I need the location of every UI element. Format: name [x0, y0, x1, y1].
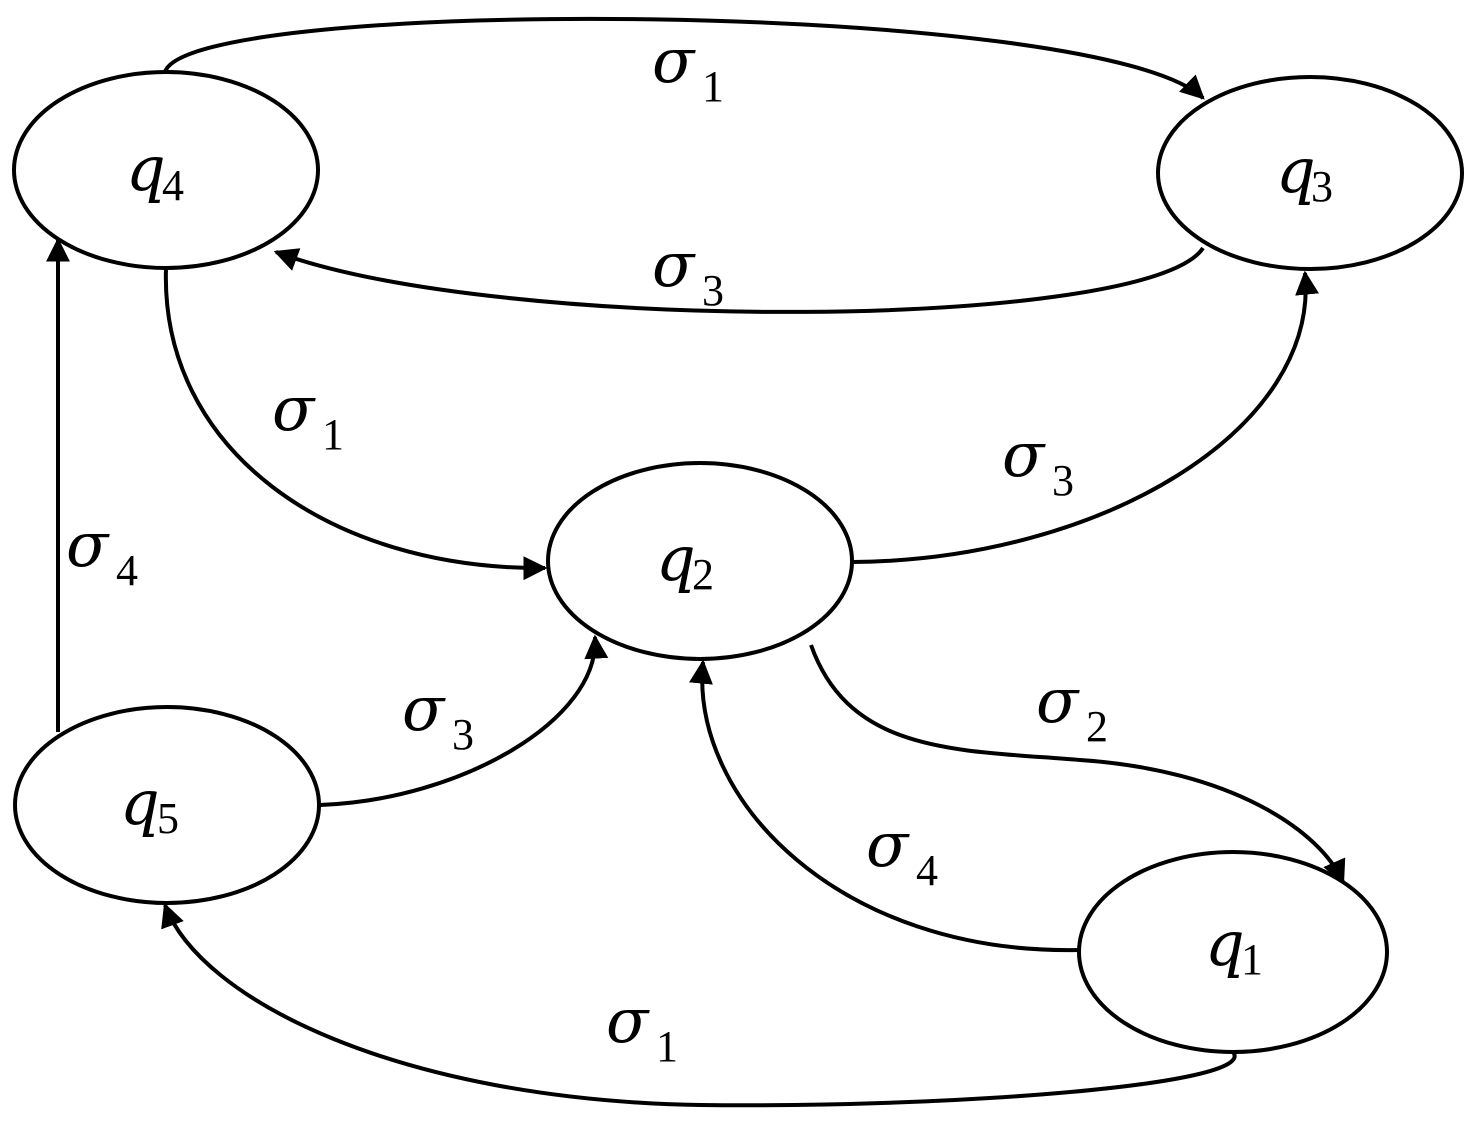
label-q2-q1-index: 2	[1086, 702, 1108, 751]
state-q4-index: 4	[162, 161, 184, 210]
state-q3: q 3	[1156, 75, 1464, 271]
state-q1-symbol: q	[1205, 907, 1245, 980]
edge-q4-q3	[163, 16, 1205, 100]
state-q4-circle	[12, 70, 320, 270]
label-q5-q4-symbol: σ	[66, 508, 110, 581]
state-q2-symbol: q	[656, 522, 696, 595]
state-q2-circle	[546, 461, 854, 661]
label-q5-q4-index: 4	[116, 546, 138, 595]
state-q2: q 2	[546, 461, 854, 661]
edge-q1-q5	[161, 902, 1237, 1108]
label-q4-q2: σ 1	[272, 372, 344, 459]
label-q1-q2-symbol: σ	[866, 808, 910, 881]
label-q2-q3-symbol: σ	[1002, 418, 1046, 491]
edge-q4-q2	[163, 267, 548, 581]
state-q5-circle	[13, 705, 321, 905]
state-q4-symbol: q	[126, 132, 166, 205]
state-q1: q 1	[1077, 850, 1389, 1054]
edge-q2-q3	[852, 270, 1319, 564]
label-q3-q4-symbol: σ	[652, 228, 696, 301]
label-q1-q2-index: 4	[916, 846, 938, 895]
state-q3-circle	[1156, 75, 1464, 271]
label-q4-q3-symbol: σ	[652, 24, 696, 97]
label-q2-q1-symbol: σ	[1036, 664, 1080, 737]
label-q4-q2-index: 1	[322, 410, 344, 459]
edge-q1-q2	[689, 659, 1080, 953]
state-q5-index: 5	[157, 794, 179, 843]
label-q1-q5-index: 1	[656, 1022, 678, 1071]
label-q4-q3: σ 1	[652, 24, 724, 111]
label-q1-q2: σ 4	[866, 808, 938, 895]
label-q2-q1: σ 2	[1036, 664, 1108, 751]
label-q1-q5-symbol: σ	[606, 984, 650, 1057]
state-q4: q 4	[12, 70, 320, 270]
label-q5-q2-symbol: σ	[402, 672, 446, 745]
edge-q5-q2	[319, 634, 609, 807]
label-q5-q2: σ 3	[402, 672, 474, 759]
label-q3-q4: σ 3	[652, 228, 724, 315]
state-q1-index: 1	[1241, 935, 1263, 984]
label-q3-q4-index: 3	[702, 266, 724, 315]
label-q5-q4: σ 4	[66, 508, 138, 595]
state-q1-circle	[1077, 850, 1389, 1054]
state-q3-index: 3	[1311, 162, 1333, 211]
edge-q3-q4	[273, 246, 1205, 314]
label-q2-q3-index: 3	[1052, 456, 1074, 505]
state-q3-symbol: q	[1276, 134, 1316, 207]
edge-q2-q1	[809, 644, 1346, 885]
label-q2-q3: σ 3	[1002, 418, 1074, 505]
label-q4-q3-index: 1	[702, 62, 724, 111]
label-q1-q5: σ 1	[606, 984, 678, 1071]
label-q5-q2-index: 3	[452, 710, 474, 759]
state-q5: q 5	[13, 705, 321, 905]
state-q2-index: 2	[692, 550, 714, 599]
state-q5-symbol: q	[120, 766, 160, 839]
label-q4-q2-symbol: σ	[272, 372, 316, 445]
